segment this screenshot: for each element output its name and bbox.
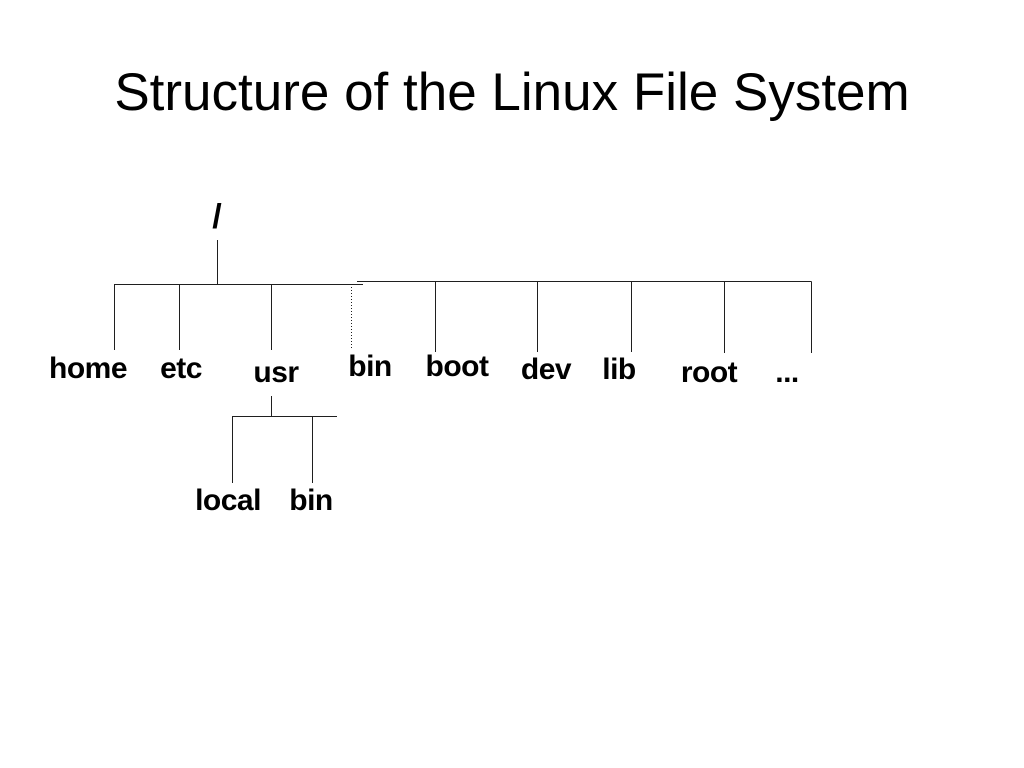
node-label-home: home <box>48 352 128 385</box>
node-label-bin: bin <box>348 350 392 383</box>
slide-title: Structure of the Linux File System <box>114 63 910 122</box>
node-label-usr-bin: bin <box>289 484 333 517</box>
node-label-ellipsis: ... <box>775 356 799 389</box>
node-label-lib: lib <box>602 353 636 386</box>
node-label-usr: usr <box>253 356 299 389</box>
node-label-usr-local: local <box>195 484 261 517</box>
node-label-root-slash: / <box>212 198 222 236</box>
node-label-etc: etc <box>160 352 202 385</box>
node-label-dev: dev <box>520 353 572 386</box>
node-label-root-dir: root <box>680 356 738 389</box>
node-label-boot: boot <box>425 350 489 383</box>
